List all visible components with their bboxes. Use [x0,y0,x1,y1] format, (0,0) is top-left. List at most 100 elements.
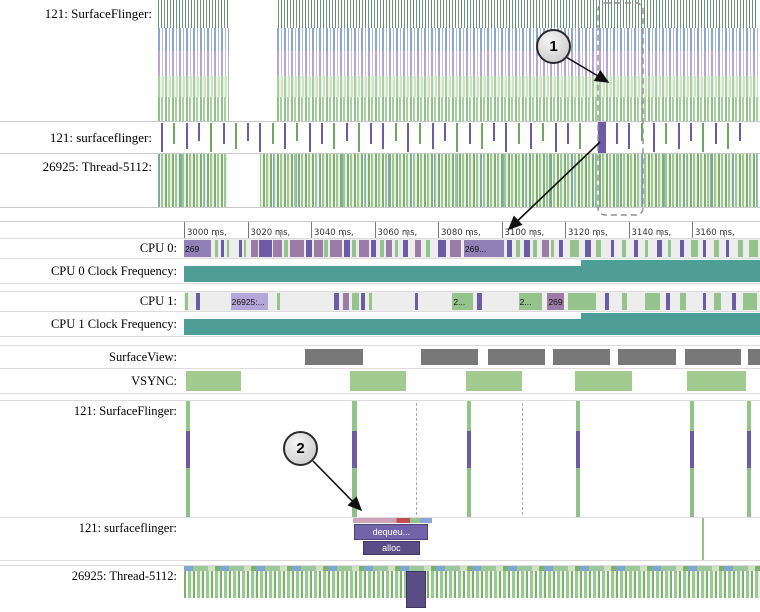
trace-slice[interactable] [382,123,385,150]
trace-slice[interactable] [334,293,339,310]
buffer-activity-bar[interactable] [353,518,432,523]
trace-slice[interactable] [584,240,591,257]
thread-5112-zoom-track[interactable] [184,566,760,612]
trace-slice[interactable] [456,123,459,152]
trace-slice[interactable] [271,123,274,145]
trace-slice[interactable] [320,123,323,145]
trace-slice[interactable] [443,123,446,141]
trace-slice[interactable] [370,123,373,145]
clock-freq-segment[interactable] [184,318,582,335]
trace-slice[interactable] [380,240,384,257]
trace-slice[interactable] [185,293,189,310]
trace-slice[interactable] [579,123,582,150]
trace-slice[interactable] [370,240,376,257]
trace-slice[interactable] [640,123,643,141]
clock-freq-segment[interactable] [581,259,760,282]
trace-slice[interactable]: 2... [518,293,542,310]
trace-slice[interactable] [403,240,409,257]
vsync-slice[interactable] [185,371,241,391]
trace-slice[interactable] [358,240,369,257]
surfaceflinger-process-track[interactable] [158,0,758,121]
trace-slice[interactable] [276,293,281,310]
trace-slice[interactable] [530,123,532,150]
alloc-slice[interactable]: alloc [362,541,421,555]
trace-slice[interactable] [622,293,627,310]
trace-slice[interactable] [161,123,163,152]
trace-slice[interactable] [360,293,366,310]
trace-slice[interactable] [515,240,520,257]
trace-slice[interactable] [259,123,262,152]
trace-slice[interactable] [419,123,422,145]
trace-slice[interactable] [554,123,557,152]
trace-slice[interactable]: 269... [463,240,505,257]
trace-slice[interactable] [342,293,349,310]
trace-slice[interactable] [407,123,409,152]
trace-slice[interactable] [622,240,626,257]
surfaceview-slice[interactable] [747,349,760,365]
trace-slice[interactable] [575,401,581,517]
trace-slice[interactable] [283,240,289,257]
trace-slice[interactable] [239,240,243,257]
trace-slice[interactable] [558,240,563,257]
trace-slice[interactable] [185,123,188,150]
trace-slice[interactable]: 269 [547,293,565,310]
trace-slice[interactable] [507,240,512,257]
time-ruler[interactable]: 3000 ms,3020 ms,3040 ms,3060 ms,3080 ms,… [184,222,760,238]
clock-freq-segment[interactable] [581,312,760,335]
trace-slice[interactable] [731,293,737,310]
trace-slice[interactable] [196,293,200,310]
trace-slice[interactable] [749,240,758,257]
trace-slice[interactable] [645,240,649,257]
trace-slice[interactable] [220,240,224,257]
cpu0-clock-track[interactable] [184,259,760,283]
trace-slice[interactable] [250,240,258,257]
trace-slice[interactable] [645,293,660,310]
trace-slice[interactable] [333,123,336,150]
trace-slice[interactable] [431,123,434,150]
thread-5112-track[interactable] [158,154,758,207]
trace-slice[interactable] [210,123,213,152]
trace-slice[interactable] [714,240,720,257]
trace-slice[interactable] [173,123,176,145]
trace-slice[interactable] [605,293,609,310]
trace-slice[interactable] [480,123,483,150]
trace-slice[interactable] [714,123,717,145]
trace-slice[interactable] [596,240,601,257]
trace-slice[interactable] [702,240,707,257]
trace-slice[interactable] [289,240,304,257]
trace-slice[interactable] [214,240,218,257]
trace-slice[interactable] [550,240,554,257]
trace-slice[interactable] [296,123,299,141]
trace-slice[interactable] [702,518,705,560]
vsync-slice[interactable] [687,371,747,391]
trace-slice[interactable] [394,123,397,141]
trace-slice[interactable] [653,123,655,152]
trace-slice[interactable] [691,240,698,257]
vsync-slice[interactable] [349,371,407,391]
surfaceflinger-thread-zoom-track[interactable]: dequeu...alloc [184,518,760,560]
trace-slice[interactable] [665,293,670,310]
trace-slice[interactable] [610,240,614,257]
trace-slice[interactable] [343,240,350,257]
trace-slice[interactable] [351,240,357,257]
trace-slice[interactable] [542,123,545,141]
trace-slice[interactable] [679,240,684,257]
trace-slice[interactable] [414,293,418,310]
vsync-track[interactable] [184,369,760,393]
trace-slice[interactable] [726,123,729,150]
trace-slice[interactable] [493,123,496,141]
trace-slice[interactable] [567,293,597,310]
surfaceview-track[interactable] [184,346,760,368]
trace-slice[interactable] [505,123,508,152]
trace-slice[interactable] [517,123,520,145]
trace-slice[interactable] [357,123,360,152]
trace-slice[interactable] [668,240,672,257]
trace-slice[interactable] [466,401,472,517]
surfaceview-slice[interactable] [304,349,363,365]
vsync-slice[interactable] [574,371,633,391]
trace-slice[interactable]: 26925:... [230,293,268,310]
surfaceview-slice[interactable] [487,349,546,365]
trace-slice[interactable] [197,123,200,141]
trace-slice[interactable] [689,123,692,141]
